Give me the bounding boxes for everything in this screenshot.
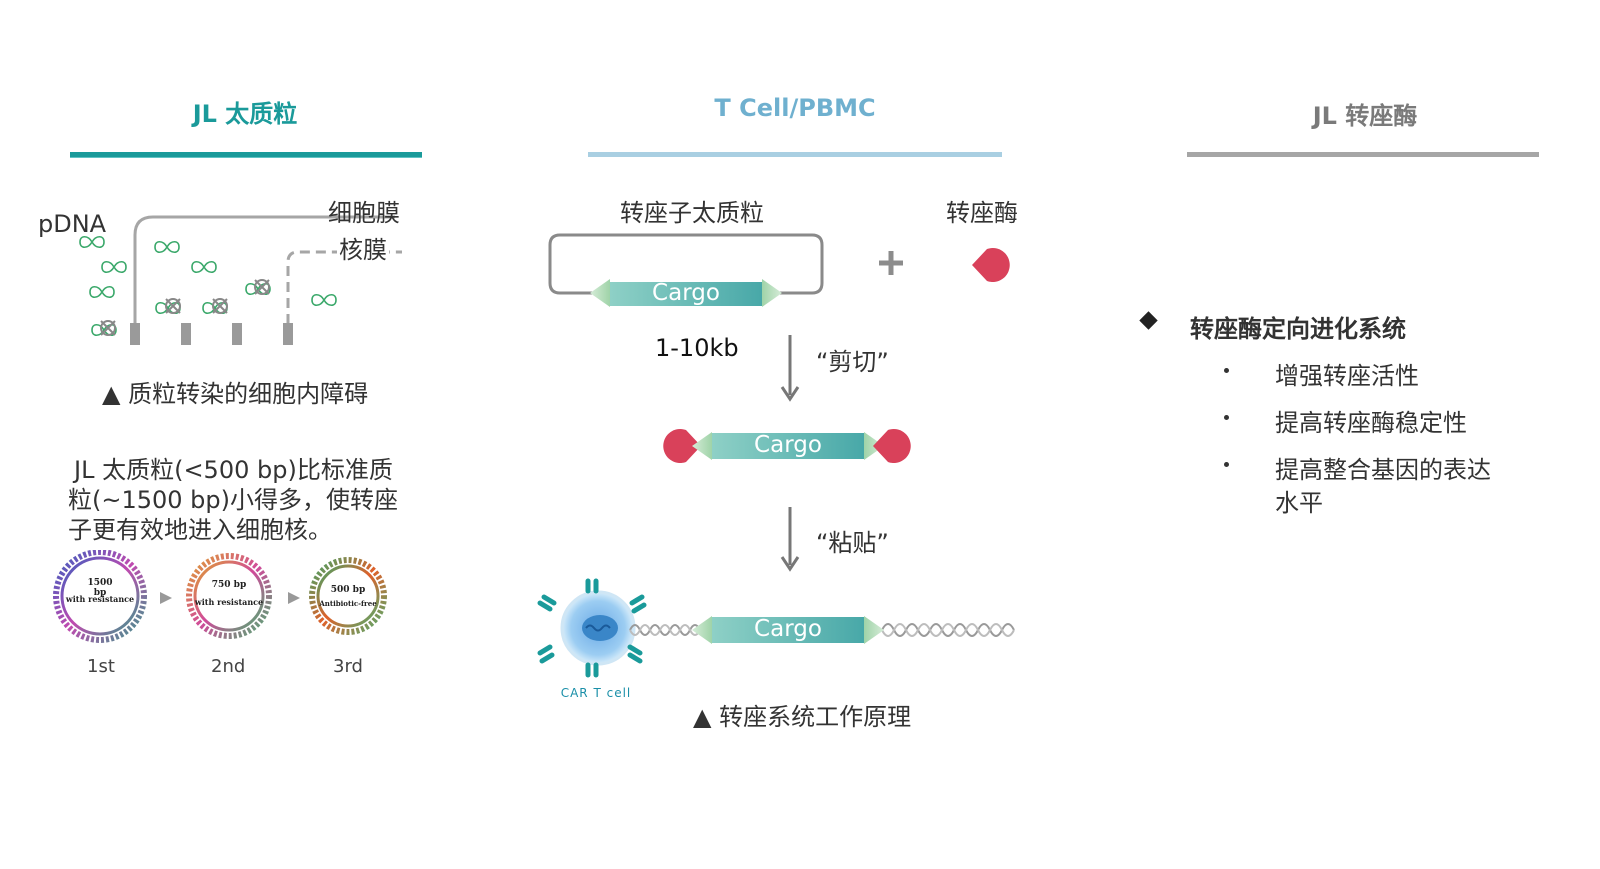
arrow-icon <box>288 592 300 604</box>
nuclear-membrane-label: 核膜 <box>337 230 389 265</box>
bullet-dot-2 <box>1224 415 1229 420</box>
cargo-label-excised: Cargo <box>754 432 822 458</box>
genome-strand-left-b <box>629 624 711 636</box>
plasmid-3-line2: Antibiotic-free <box>319 599 377 608</box>
column-title-tcell: T Cell/PBMC <box>714 94 876 122</box>
plasmid-generations <box>53 550 387 643</box>
plus-icon <box>879 251 903 275</box>
description-line-2: 粒(~1500 bp)小得多，使转座 <box>68 486 399 514</box>
column-rule-gray <box>1187 152 1539 157</box>
cell-barrier-diagram <box>79 215 402 345</box>
bullet-item-2: 提高转座酶稳定性 <box>1275 409 1467 437</box>
paste-label: “粘贴” <box>816 529 889 557</box>
diamond-bullet-icon <box>1139 311 1158 330</box>
arrow-icon <box>160 592 172 604</box>
cargo-label-plasmid: Cargo <box>652 280 720 306</box>
cell-membrane-label: 细胞膜 <box>328 199 400 227</box>
description-line-3: 子更有效地进入细胞核。 <box>68 516 332 544</box>
cargo-element-excised <box>663 429 911 463</box>
description-line-1: JL 太质粒(<500 bp)比标准质 <box>74 456 393 484</box>
cargo-element-integrated <box>692 616 884 644</box>
transposase-icon <box>972 248 1010 282</box>
bullet-item-3: 提高整合基因的表达 <box>1275 456 1491 484</box>
column-title-jl-plasmid: JL 太质粒 <box>192 100 298 128</box>
pdna-label: pDNA <box>38 210 107 238</box>
mechanism-diagram <box>537 233 1015 678</box>
plasmid-2-line1: 750 bp <box>211 580 247 590</box>
car-t-cell-icon <box>537 578 647 678</box>
size-label: 1-10kb <box>655 334 739 362</box>
plasmid-1-line1: 1500 bp <box>87 578 113 598</box>
cargo-element-plasmid <box>590 279 782 307</box>
transposon-plasmid-label: 转座子太质粒 <box>620 199 764 227</box>
directed-evolution-heading: 转座酶定向进化系统 <box>1190 315 1406 343</box>
bullet-dot-3 <box>1224 462 1229 467</box>
bullet-dot-1 <box>1224 368 1229 373</box>
column-rule-teal <box>70 152 422 158</box>
plasmid-loop <box>548 233 824 295</box>
mechanism-caption: ▲ 转座系统工作原理 <box>693 703 912 731</box>
plasmid-3-generation: 3rd <box>333 656 363 677</box>
genome-strand-right-b <box>881 623 1015 637</box>
arrow-down-icon <box>780 335 800 402</box>
bullet-item-3-continued: 水平 <box>1275 489 1323 517</box>
plasmid-500bp <box>309 557 387 635</box>
car-t-cell-label: CAR T cell <box>560 686 632 700</box>
transposase-label: 转座酶 <box>946 199 1018 227</box>
plasmid-2-generation: 2nd <box>211 656 246 677</box>
plasmid-1-generation: 1st <box>87 656 115 677</box>
bullet-item-1: 增强转座活性 <box>1275 362 1419 390</box>
arrow-down-icon <box>780 507 800 572</box>
cut-label: “剪切” <box>816 348 889 376</box>
genome-strand-right <box>881 623 1015 637</box>
barrier-caption: ▲ 质粒转染的细胞内障碍 <box>102 380 369 408</box>
column-rule-blue <box>588 152 1002 157</box>
plasmid-1-line2: with resistance <box>65 594 135 604</box>
plasmid-1500bp <box>53 550 147 643</box>
plasmid-3-line1: 500 bp <box>330 585 366 595</box>
column-title-jl-transposase: JL 转座酶 <box>1312 102 1418 130</box>
cargo-label-integrated: Cargo <box>754 616 822 642</box>
plasmid-750bp <box>186 553 272 639</box>
plasmid-2-line2: with resistance <box>194 597 264 607</box>
